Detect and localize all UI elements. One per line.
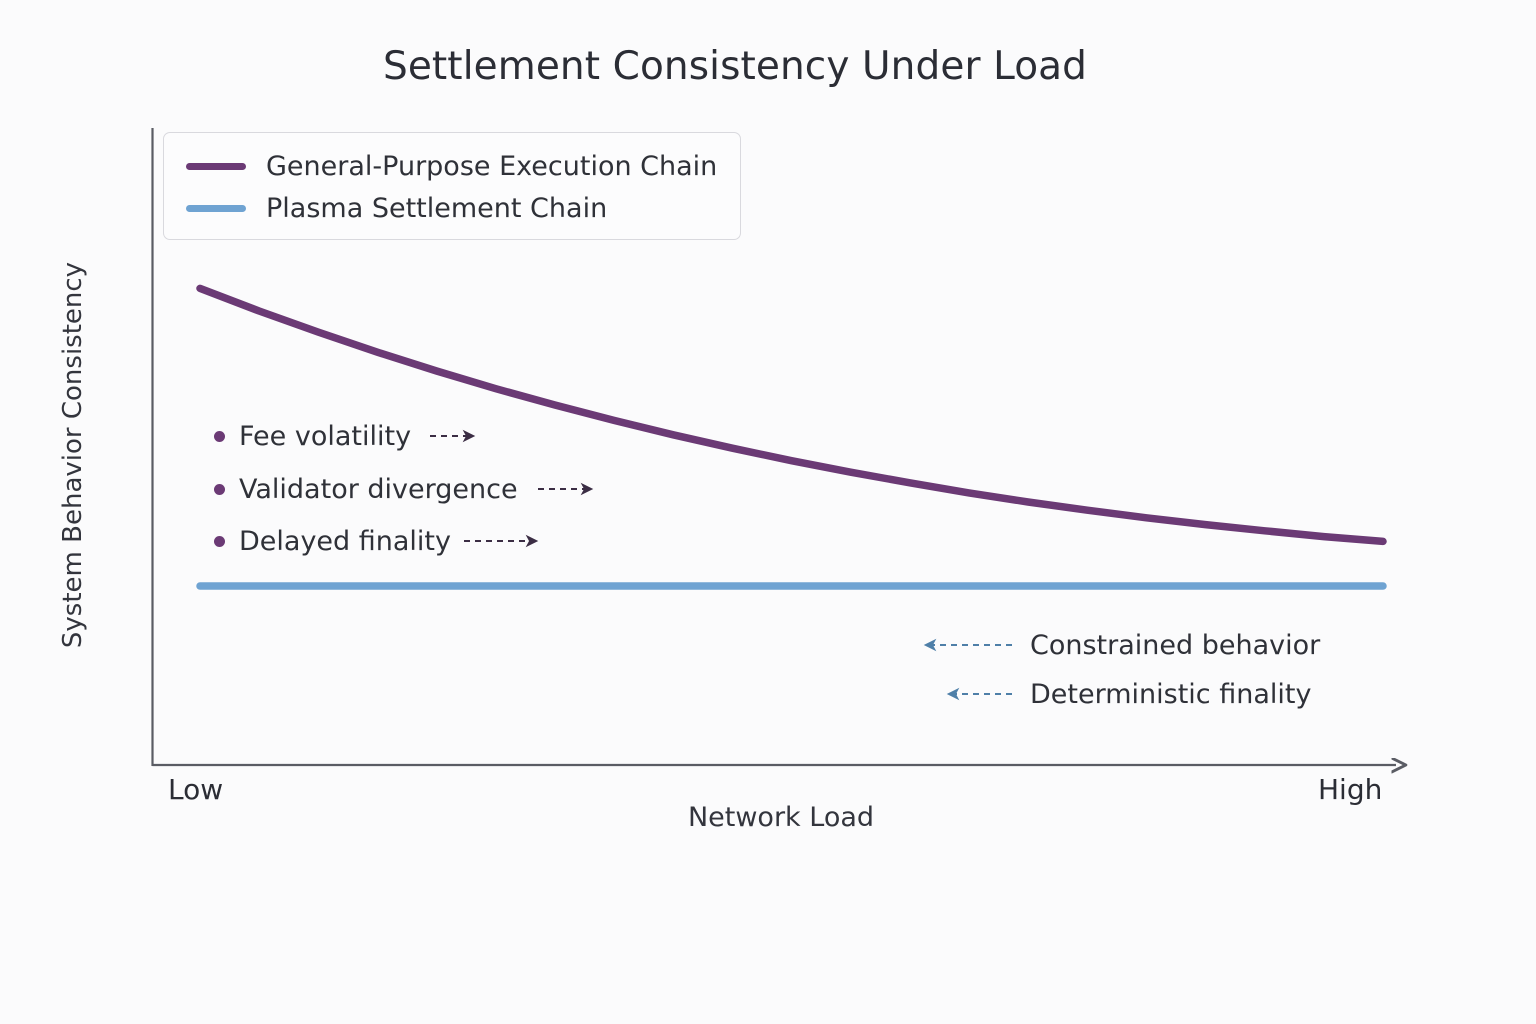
page-title: Settlement Consistency Under Load (382, 44, 1088, 89)
legend-item-plasma-settlement-chain[interactable]: Plasma Settlement Chain (186, 187, 740, 229)
legend-item-label: Plasma Settlement Chain (266, 192, 608, 224)
legend-item-label: General-Purpose Execution Chain (266, 150, 718, 182)
annotation-label: Fee volatility (239, 421, 412, 452)
bullet-icon (214, 431, 225, 442)
annotation-deterministic-finality: Deterministic finality (1030, 679, 1311, 710)
annotation-delayed-finality: Delayed finality (214, 526, 451, 557)
legend-item-general-purpose-execution-chain[interactable]: General-Purpose Execution Chain (186, 145, 740, 187)
legend-swatch-icon (186, 162, 246, 170)
annotation-label: Delayed finality (239, 526, 451, 557)
bullet-icon (214, 484, 225, 495)
annotation-constrained-behavior: Constrained behavior (1030, 630, 1320, 661)
annotation-label: Validator divergence (239, 474, 518, 505)
bullet-icon (214, 536, 225, 547)
x-tick-label-high: High (1318, 773, 1383, 806)
series-line-general-purpose-execution-chain (196, 284, 1387, 546)
annotation-fee-volatility: Fee volatility (214, 421, 411, 452)
x-axis-label: Network Load (687, 802, 875, 833)
annotation-label: Constrained behavior (1030, 630, 1321, 661)
annotation-label: Deterministic finality (1030, 679, 1312, 710)
legend-swatch-icon (186, 204, 246, 212)
legend: General-Purpose Execution Chain Plasma S… (163, 132, 741, 240)
annotation-validator-divergence: Validator divergence (214, 474, 518, 505)
x-tick-label-low: Low (168, 773, 224, 806)
y-axis-label: System Behavior Consistency (58, 261, 88, 649)
